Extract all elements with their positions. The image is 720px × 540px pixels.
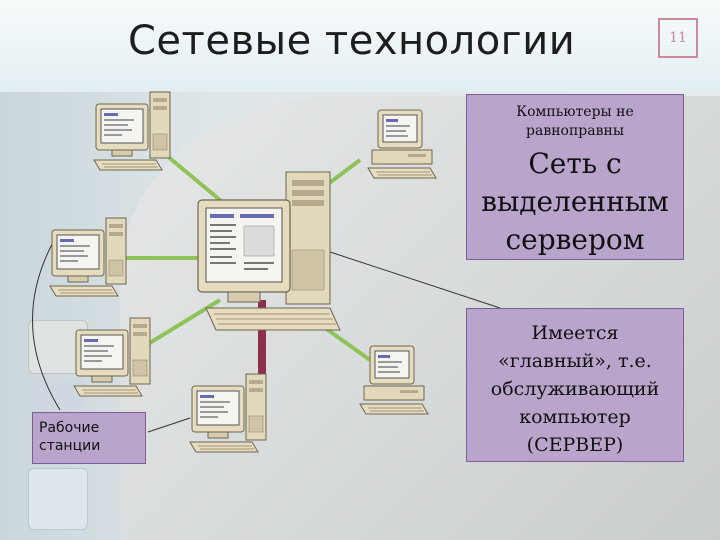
- workstation-computer-icon: [93, 91, 171, 171]
- workstations-label: Рабочие станции: [32, 412, 146, 464]
- decor-square: [28, 468, 88, 530]
- workstation-computer-icon: [73, 317, 151, 397]
- server-network-note: Компьютеры не равноправны Сеть с выделен…: [466, 94, 684, 260]
- workstation-computer-icon: [359, 345, 429, 415]
- workstation-computer-icon: [49, 217, 127, 297]
- slide-number: 11: [658, 18, 698, 58]
- server-description: Имеется «главный», т.е. обслуживающий ко…: [466, 308, 684, 462]
- server-computer-icon: [197, 171, 341, 331]
- slide-header: [0, 0, 720, 92]
- workstation-computer-icon: [367, 109, 437, 179]
- note-dedicated-server: Сеть с выделенным сервером: [481, 147, 669, 256]
- note-unequal-computers: Компьютеры не равноправны: [516, 104, 634, 139]
- page-title: Сетевые технологии: [128, 18, 576, 64]
- workstation-computer-icon: [189, 373, 267, 453]
